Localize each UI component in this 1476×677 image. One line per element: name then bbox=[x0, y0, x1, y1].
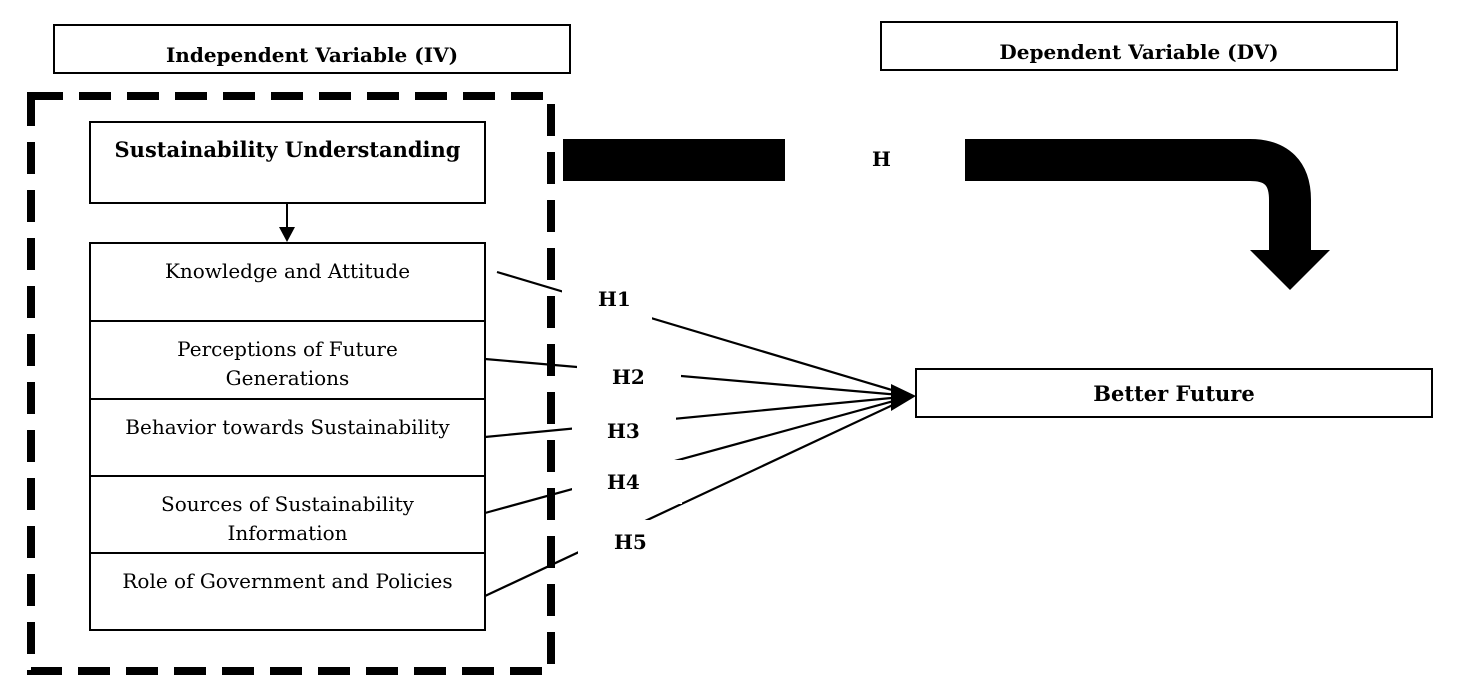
iv-group-boundary bbox=[27, 92, 555, 675]
dv-header: Dependent Variable (DV) bbox=[880, 21, 1398, 71]
h4-path bbox=[484, 394, 913, 515]
hypothesis-h3-text: H3 bbox=[607, 419, 640, 443]
main-effect-arrow-body bbox=[563, 139, 1311, 250]
iv-item-sources: Sources of Sustainability Information bbox=[89, 475, 486, 554]
iv-item-perceptions: Perceptions of Future Generations bbox=[89, 320, 486, 400]
iv-header-label: Independent Variable (IV) bbox=[165, 43, 459, 67]
hypothesis-h4-label: H4 bbox=[572, 460, 682, 504]
iv-item-government: Role of Government and Policies bbox=[89, 552, 486, 631]
hypothesis-main-label: H bbox=[785, 136, 965, 181]
iv-item-label: Sources of Sustainability Information bbox=[161, 492, 414, 545]
h5-path bbox=[484, 395, 913, 597]
hypothesis-h5-text: H5 bbox=[614, 530, 647, 554]
hypothesis-h4-text: H4 bbox=[607, 470, 640, 494]
iv-item-behavior: Behavior towards Sustainability bbox=[89, 398, 486, 477]
sustainability-understanding-box: Sustainability Understanding bbox=[89, 121, 486, 204]
sustainability-understanding-label: Sustainability Understanding bbox=[114, 137, 461, 162]
hypothesis-h2-label: H2 bbox=[577, 357, 681, 397]
hypothesis-h1-label: H1 bbox=[562, 275, 652, 323]
hypothesis-main-text: H bbox=[872, 146, 891, 171]
dv-header-label: Dependent Variable (DV) bbox=[999, 40, 1279, 64]
hypothesis-h1-text: H1 bbox=[598, 287, 631, 311]
converging-arrow-head bbox=[891, 384, 916, 411]
main-effect-arrow-head bbox=[1250, 250, 1330, 290]
iv-item-label: Role of Government and Policies bbox=[122, 569, 453, 593]
better-future-box: Better Future bbox=[915, 368, 1433, 418]
iv-item-label: Perceptions of Future Generations bbox=[177, 337, 398, 390]
iv-item-label: Behavior towards Sustainability bbox=[125, 415, 450, 439]
h2-path bbox=[484, 357, 913, 398]
iv-item-label: Knowledge and Attitude bbox=[164, 259, 411, 283]
better-future-label: Better Future bbox=[1093, 380, 1255, 406]
iv-item-knowledge: Knowledge and Attitude bbox=[89, 242, 486, 322]
iv-header: Independent Variable (IV) bbox=[53, 24, 571, 74]
h3-path bbox=[484, 394, 913, 439]
hypothesis-h3-label: H3 bbox=[572, 408, 676, 454]
down-arrow-head bbox=[279, 227, 295, 242]
hypothesis-h2-text: H2 bbox=[612, 365, 645, 389]
hypothesis-h5-label: H5 bbox=[578, 520, 668, 564]
